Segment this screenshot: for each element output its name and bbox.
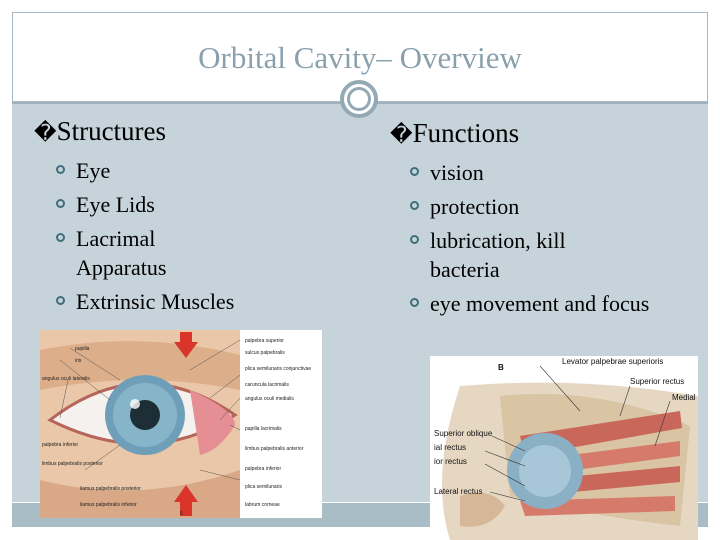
list-item: Eye Lids (54, 190, 284, 219)
bullet-ring-icon (56, 199, 65, 208)
fig-label: angulus oculi lateralis (42, 376, 90, 382)
bullet-ring-icon (410, 167, 419, 176)
functions-heading-text: Functions (412, 118, 520, 148)
bullet-ring-icon (56, 296, 65, 305)
fig-label: plica semilunaris conjunctivae (245, 366, 311, 372)
fig-label: palpebra inferior (245, 466, 281, 472)
list-item: Extrinsic Muscles (54, 287, 284, 316)
heading-box-glyph: � (34, 121, 57, 146)
list-item-text: lubrication, kill bacteria (430, 228, 566, 282)
fig-label: ilamus palpebralis posterior (80, 486, 141, 492)
fig-label: labrum corneae (245, 502, 280, 508)
list-item-text: vision (430, 160, 484, 185)
fig-label: Lateral rectus (434, 487, 482, 496)
structures-heading-text: Structures (56, 116, 167, 146)
list-item-text: Lacrimal Apparatus (76, 226, 167, 280)
list-item: protection (408, 192, 658, 221)
fig-label: palpebra superior (245, 338, 284, 344)
fig-label: iris (75, 358, 82, 364)
fig-label: Levator palpebrae superioris (562, 357, 663, 366)
list-item-text: eye movement and focus (430, 291, 650, 316)
functions-heading: �Functions (390, 118, 519, 149)
muscles-illustration: Levator palpebrae superioris B Superior … (430, 356, 698, 540)
list-item: vision (408, 158, 658, 187)
fig-label: palpebra inferior (42, 442, 78, 448)
list-item: Lacrimal Apparatus (54, 224, 216, 282)
structures-list: Eye Eye Lids Lacrimal Apparatus Extrinsi… (54, 156, 284, 321)
fig-label: plica semilunaris (245, 484, 282, 490)
fig-label: papilla lacrimalis (245, 426, 282, 432)
page-mark: 5 (180, 511, 183, 517)
list-item-text: Eye (76, 158, 111, 183)
list-item: Eye (54, 156, 284, 185)
bullet-ring-icon (410, 201, 419, 210)
list-item: lubrication, kill bacteria (408, 226, 630, 284)
functions-list: vision protection lubrication, kill bact… (408, 158, 658, 323)
eye-illustration-svg: palpebra superior pupilla iris angulus o… (40, 330, 322, 518)
fig-label: angulus oculi medialis (245, 396, 294, 402)
bullet-ring-icon (56, 165, 65, 174)
fig-label: Medial rectus (672, 393, 698, 402)
list-item-text: Extrinsic Muscles (76, 289, 235, 314)
eye-illustration: palpebra superior pupilla iris angulus o… (40, 330, 322, 518)
ring-ornament-inner (347, 87, 371, 111)
fig-label: limbus palpebralis posterior (42, 461, 103, 467)
slide-title: Orbital Cavity– Overview (198, 40, 522, 75)
list-item: eye movement and focus (408, 289, 660, 318)
fig-label: ilamus palpebralis inferior (80, 502, 137, 508)
bullet-ring-icon (56, 233, 65, 242)
list-item-text: Eye Lids (76, 192, 155, 217)
fig-label: ial rectus (434, 443, 466, 452)
bullet-ring-icon (410, 298, 419, 307)
fig-label: limbus palpebralis anterior (245, 446, 304, 452)
structures-heading: �Structures (34, 116, 166, 147)
fig-label: pupilla (75, 346, 90, 352)
fig-label: Superior oblique (434, 429, 493, 438)
panel-letter: B (498, 363, 504, 372)
muscles-illustration-svg: Levator palpebrae superioris B Superior … (430, 356, 698, 540)
fig-label: Superior rectus (630, 377, 684, 386)
fig-label: ior rectus (434, 457, 467, 466)
fig-label: sulcus palpebralis (245, 350, 285, 356)
heading-box-glyph: � (390, 123, 413, 148)
fig-label: caruncula lacrimalis (245, 382, 289, 388)
bullet-ring-icon (410, 235, 419, 244)
list-item-text: protection (430, 194, 520, 219)
